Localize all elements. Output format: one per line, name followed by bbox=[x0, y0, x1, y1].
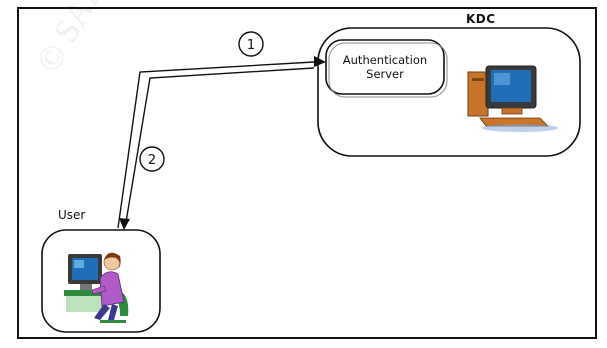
authentication-server-box bbox=[325, 39, 445, 95]
authentication-server-label-line-1: Authentication bbox=[342, 53, 428, 67]
arrow-1 bbox=[117, 56, 326, 229]
step-2-circle: 2 bbox=[139, 146, 165, 172]
authentication-server-box-shadow bbox=[328, 42, 448, 98]
user-container bbox=[41, 229, 161, 333]
outer-frame bbox=[17, 7, 597, 339]
step-1-circle: 1 bbox=[238, 31, 264, 57]
authentication-server-label: Authentication Server bbox=[325, 40, 445, 94]
step-1-label: 1 bbox=[247, 38, 255, 53]
authentication-server-label-line-2: Server bbox=[366, 67, 404, 81]
user-label: User bbox=[58, 208, 86, 222]
kdc-container bbox=[317, 27, 581, 157]
kdc-label: KDC bbox=[466, 12, 496, 26]
person-at-computer-icon bbox=[64, 252, 129, 323]
arrow-2 bbox=[119, 67, 315, 230]
computer-icon bbox=[467, 65, 558, 132]
step-2-label: 2 bbox=[148, 153, 156, 168]
